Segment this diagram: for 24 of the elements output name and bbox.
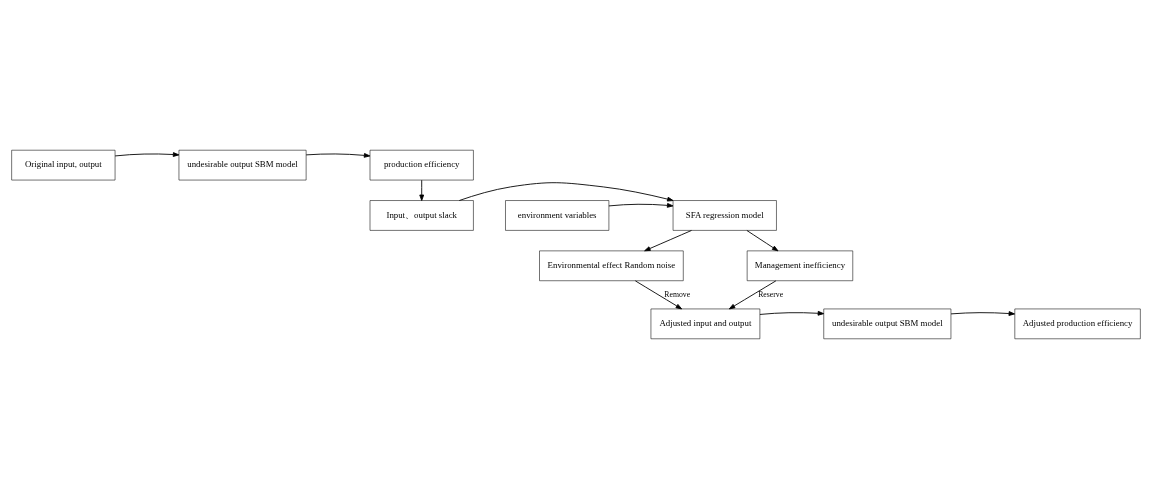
node-box: undesirable output SBM model	[823, 308, 952, 339]
node-box: Management inefficiency	[746, 250, 854, 281]
node-box: undesirable output SBM model	[178, 149, 307, 180]
node-box: Adjusted production efficiency	[1014, 308, 1141, 339]
edge-label: Remove	[664, 289, 691, 299]
arrow	[305, 152, 371, 158]
arrow	[728, 279, 777, 309]
arrow	[608, 202, 674, 208]
node-box: Input、output slack	[369, 199, 474, 231]
arrow	[458, 181, 674, 201]
node-box: Adjusted input and output	[650, 308, 761, 339]
arrow	[759, 310, 825, 316]
arrow	[746, 229, 779, 251]
arrow	[634, 279, 683, 309]
node-box: Environmental effect Random noise	[539, 250, 684, 281]
node-box: environment variables	[505, 199, 610, 231]
node-box: SFA regression model	[672, 199, 777, 231]
arrow	[950, 310, 1015, 316]
node-box: production efficiency	[369, 149, 474, 180]
edge-label: Reserve	[758, 289, 784, 299]
arrow	[644, 229, 692, 251]
arrow	[114, 151, 180, 157]
arrow	[419, 179, 425, 201]
node-box: Original input, output	[11, 149, 116, 180]
